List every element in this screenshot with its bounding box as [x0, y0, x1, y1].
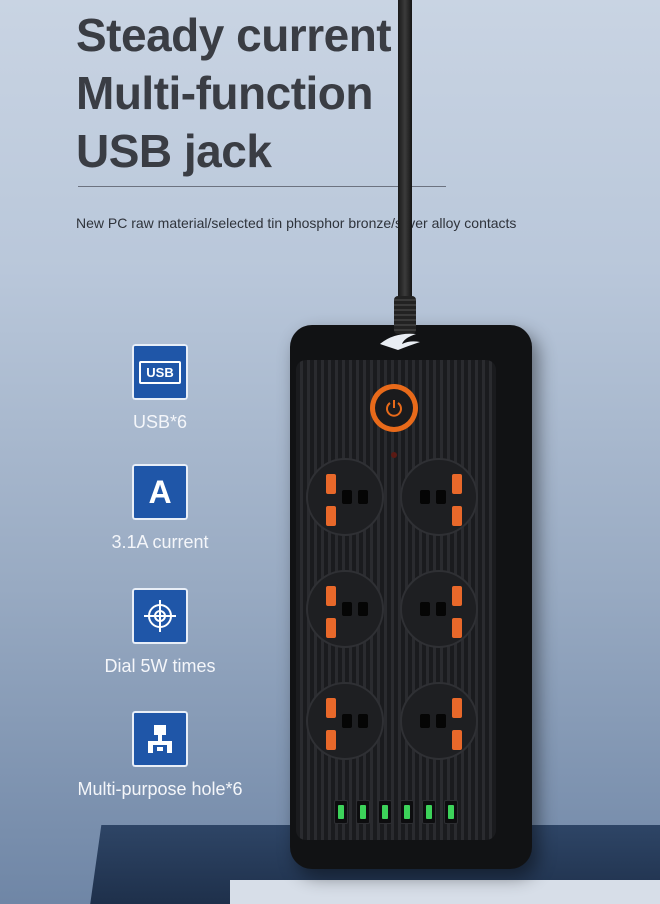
feature-label: 3.1A current	[111, 532, 209, 552]
usb-port	[334, 800, 348, 824]
indicator-led	[391, 452, 397, 458]
usb-icon: USB	[132, 344, 188, 400]
feature-durability: Dial 5W times	[60, 588, 260, 677]
headline-line-1: Steady current	[76, 9, 392, 61]
usb-port	[444, 800, 458, 824]
usb-icon-text: USB	[139, 360, 181, 384]
power-switch-button[interactable]	[370, 384, 418, 432]
outlet-socket	[400, 682, 478, 760]
ampere-icon-text: A	[148, 473, 172, 510]
outlet-socket	[400, 570, 478, 648]
platform-edge	[230, 880, 660, 904]
usb-port	[356, 800, 370, 824]
brand-logo-icon	[380, 333, 420, 350]
plug-icon	[132, 711, 188, 767]
ampere-icon: A	[132, 464, 188, 520]
crosshair-icon	[132, 588, 188, 644]
headline-line-2: Multi-function	[76, 67, 374, 119]
subtitle: New PC raw material/selected tin phospho…	[76, 215, 517, 231]
headline-line-3: USB jack	[76, 125, 272, 177]
power-cable	[398, 0, 412, 310]
outlet-socket	[306, 458, 384, 536]
divider	[78, 186, 446, 187]
outlet-socket	[400, 458, 478, 536]
feature-label: Dial 5W times	[104, 656, 216, 676]
usb-port	[378, 800, 392, 824]
usb-port	[400, 800, 414, 824]
feature-sockets: Multi-purpose hole*6	[60, 711, 260, 800]
outlet-socket	[306, 682, 384, 760]
cable-collar	[394, 296, 416, 334]
feature-label: USB*6	[132, 412, 188, 432]
feature-current: A 3.1A current	[60, 464, 260, 553]
usb-port	[422, 800, 436, 824]
headline: Steady current Multi-function USB jack	[76, 6, 392, 180]
power-icon	[386, 400, 402, 417]
outlet-socket	[306, 570, 384, 648]
feature-usb: USB USB*6	[60, 344, 260, 433]
feature-label: Multi-purpose hole*6	[77, 779, 243, 799]
